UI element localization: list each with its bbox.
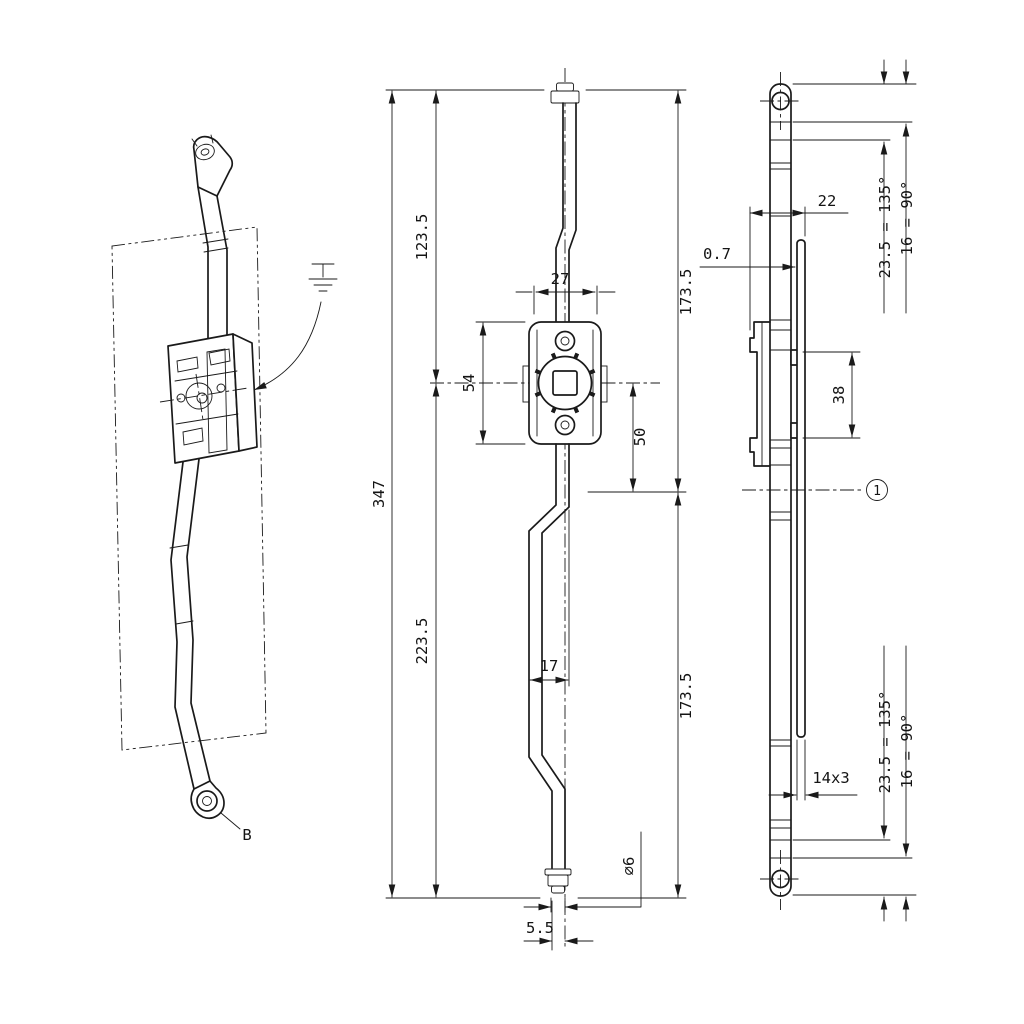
dim-173-5-top: 173.5 [677,269,695,316]
dim-22: 22 [818,192,837,210]
front-mounting-plate [522,321,608,445]
dim-347: 347 [370,480,388,508]
iso-top-bolt [195,143,215,161]
dim-dia-6: ⌀6 [620,857,638,876]
datum-balloon [866,479,888,501]
dim-23-5-135-top: 23.5 = 135° [876,176,894,279]
dim-16-90-top: 16 = 90° [898,181,916,256]
side-bracket-profile [749,321,771,467]
front-rosette [537,355,593,411]
iso-upper-arm [197,186,229,339]
dim-17: 17 [540,657,559,675]
front-lower-bar [528,443,570,869]
iso-lock-cylinder [185,382,213,410]
dim-123-5: 123.5 [413,214,431,261]
front-view-dimensions: 347 123.5 223.5 173.5 173.5 54 27 50 [370,89,695,951]
dim-16-90-bottom: 16 = 90° [898,714,916,789]
datum-1-label: 1 [873,484,881,499]
iso-bottom-bolt [196,790,218,812]
dim-27: 27 [551,270,570,288]
iso-lower-arm [169,458,211,790]
side-connecting-rod [796,239,806,738]
isometric-view: B [111,134,338,844]
reference-arrow-icon [253,301,322,391]
dim-23-5-135-bottom: 23.5 = 135° [876,691,894,794]
iso-bottom-tab [190,780,225,819]
dim-5-5: 5.5 [526,919,554,937]
mounting-panel-outline [111,226,267,751]
dim-14x3: 14x3 [812,769,849,787]
dim-50: 50 [631,428,649,447]
front-square-spindle-hole [552,370,578,396]
dim-54: 54 [460,374,478,393]
side-view-dimensions: 22 0.7 38 14x3 23.5 = 135° 16 = 90° 23.5… [699,59,917,922]
dim-173-5-bottom: 173.5 [677,673,695,720]
ground-symbol-icon [308,263,338,292]
side-view: 1 22 0.7 38 14x3 23.5 = 135° 16 = 9 [699,59,917,922]
front-plate-top-hole [554,330,576,352]
iso-latch-mechanism [159,333,258,464]
front-view: 347 123.5 223.5 173.5 173.5 54 27 50 [370,68,695,951]
iso-top-tab [191,134,234,197]
front-top-bolt [550,82,580,104]
label-b: B [242,826,251,844]
front-bottom-bolt [544,868,572,894]
dim-0-7: 0.7 [703,245,731,263]
front-plate-bottom-hole [554,414,576,436]
b-leader-line [220,812,241,830]
dim-38: 38 [830,386,848,405]
dim-223-5: 223.5 [413,618,431,665]
front-upper-bar [555,102,577,323]
